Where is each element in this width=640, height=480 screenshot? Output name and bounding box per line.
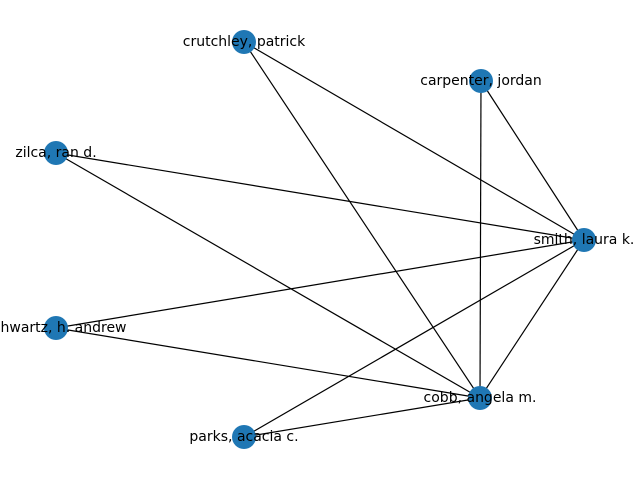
edge-carpenter-cobb bbox=[479, 80, 482, 399]
node-label-schwartz: schwartz, h. andrew bbox=[0, 320, 127, 336]
edge-schwartz-smith bbox=[55, 239, 585, 329]
node-label-carpenter: carpenter, jordan bbox=[420, 73, 541, 89]
node-label-parks: parks, acacia c. bbox=[189, 429, 298, 445]
node-carpenter bbox=[469, 69, 493, 93]
edge-zilca-cobb bbox=[55, 152, 481, 399]
node-label-smith: smith, laura k. bbox=[534, 232, 635, 248]
node-zilca bbox=[44, 141, 68, 165]
edge-carpenter-smith bbox=[480, 80, 585, 241]
edge-crutchley-cobb bbox=[243, 41, 481, 399]
edge-schwartz-cobb bbox=[55, 327, 481, 399]
node-label-zilca: zilca, ran d. bbox=[15, 145, 96, 161]
node-label-crutchley: crutchley, patrick bbox=[183, 34, 306, 50]
node-cobb bbox=[468, 386, 492, 410]
label-layer: crutchley, patrick carpenter, jordan zilca… bbox=[0, 34, 634, 445]
edge-parks-cobb bbox=[243, 397, 481, 438]
node-label-cobb: cobb, angela m. bbox=[424, 390, 537, 406]
node-layer bbox=[44, 30, 596, 449]
node-smith bbox=[572, 228, 596, 252]
edge-smith-cobb bbox=[479, 239, 585, 399]
node-schwartz bbox=[44, 316, 68, 340]
edge-zilca-smith bbox=[55, 152, 585, 241]
edge-crutchley-smith bbox=[243, 41, 585, 241]
edge-parks-smith bbox=[243, 239, 585, 438]
node-parks bbox=[232, 425, 256, 449]
edge-layer bbox=[55, 41, 585, 438]
node-crutchley bbox=[232, 30, 256, 54]
